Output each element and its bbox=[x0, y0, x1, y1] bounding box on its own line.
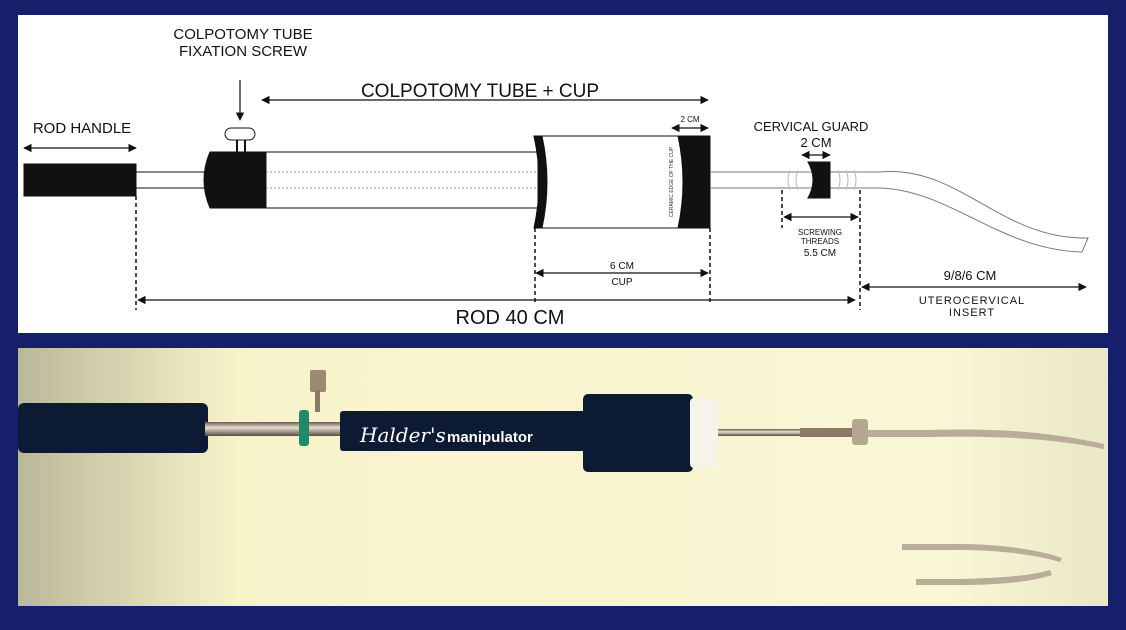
photo-brand-word: manipulator bbox=[447, 429, 533, 446]
label-screwing: SCREWING bbox=[798, 228, 842, 237]
fixation-screw bbox=[224, 127, 256, 141]
label-rod-handle: ROD HANDLE bbox=[33, 120, 131, 137]
photo-tube bbox=[340, 411, 590, 451]
label-insert-length: 9/8/6 CM bbox=[944, 268, 997, 283]
photo-insert-2 bbox=[916, 570, 1052, 585]
fixation-collar bbox=[203, 151, 267, 209]
label-rod: ROD 40 CM bbox=[456, 307, 565, 329]
label-cup-length: 6 CM bbox=[610, 261, 634, 272]
device-drawing bbox=[23, 127, 1089, 253]
device-photo: Halder's manipulator bbox=[18, 370, 1104, 585]
label-fixation-screw: COLPOTOMY TUBE bbox=[173, 26, 312, 43]
photo-handle bbox=[18, 403, 208, 453]
label-uterocervical: UTEROCERVICAL bbox=[919, 295, 1025, 307]
cervical-guard bbox=[807, 161, 831, 199]
photo-cup bbox=[583, 394, 693, 472]
label-fixation-screw-2: FIXATION SCREW bbox=[179, 43, 308, 60]
label-threads-length: 5.5 CM bbox=[804, 248, 836, 259]
ceramic-edge bbox=[677, 135, 711, 229]
label-cervical-guard-width: 2 CM bbox=[800, 135, 831, 150]
photo-panel bbox=[18, 348, 1108, 606]
rod-handle bbox=[23, 163, 137, 197]
photo-ceramic-edge bbox=[690, 398, 718, 468]
photo-insert-1 bbox=[902, 544, 1062, 562]
photo-brand-script: Halder's bbox=[359, 423, 446, 447]
photo-cervical-guard bbox=[852, 419, 868, 445]
label-cervical-guard: CERVICAL GUARD bbox=[754, 119, 869, 134]
dimension-lines bbox=[23, 80, 1087, 310]
label-insert: INSERT bbox=[949, 307, 995, 319]
label-colpotomy-tube-cup: COLPOTOMY TUBE + CUP bbox=[361, 81, 599, 102]
label-cup: CUP bbox=[611, 277, 632, 288]
label-threads: THREADS bbox=[801, 237, 839, 246]
label-ceramic-edge: CERAMIC EDGE OF THE CUP bbox=[669, 146, 675, 217]
photo-green-ring bbox=[299, 410, 309, 446]
label-cup-edge-width: 2 CM bbox=[680, 115, 699, 124]
